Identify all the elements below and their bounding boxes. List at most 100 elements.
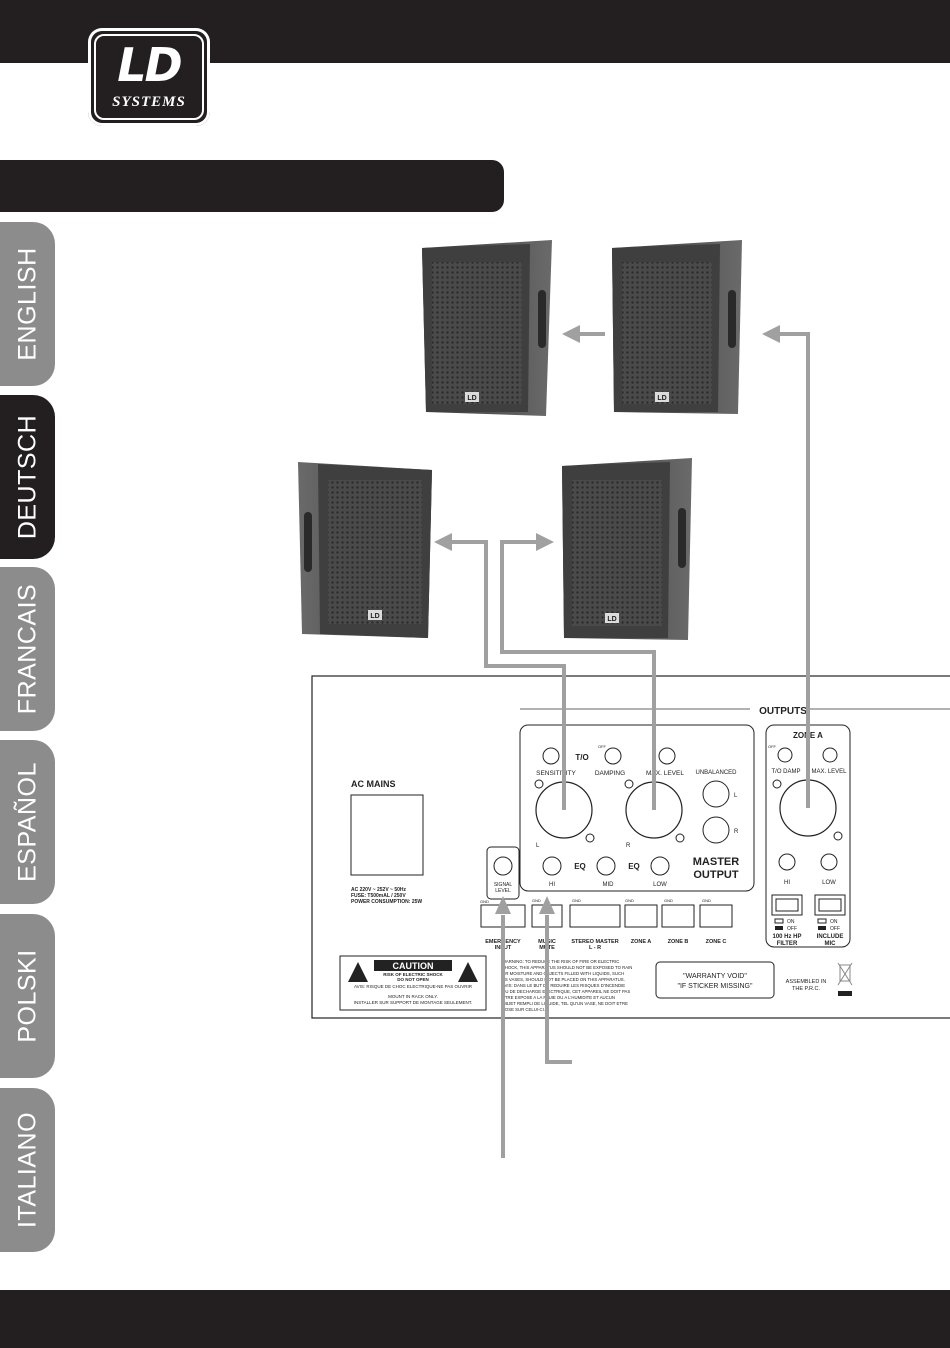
sensitivity-knob[interactable] — [542, 747, 560, 765]
stereo-master-terminal[interactable] — [569, 904, 621, 928]
rca-l-label: L — [734, 793, 738, 799]
off-label: OFF — [787, 926, 797, 932]
warning-line: AS VASES, SHOULD NOT BE PLACED ON THIS A… — [502, 977, 625, 982]
xlr-r-label: R — [626, 843, 631, 849]
warning-line: WARNING: TO REDUCE THE RISK OF FIRE OR E… — [502, 959, 619, 964]
warning-line: OBJET REMPLI DE LIQUIDE, TEL QU'UN VASE,… — [502, 1001, 628, 1006]
damping-label: DAMPING — [595, 770, 625, 777]
zone-c-label: ZONE C — [706, 939, 727, 945]
tab-deutsch[interactable]: DEUTSCH — [0, 395, 55, 559]
ac-spec: FUSE: T500mAL / 250V — [351, 893, 406, 899]
td-damp-label: T/O DAMP — [771, 769, 800, 775]
master-label: MASTER — [693, 856, 740, 868]
warning-triangle-icon — [458, 962, 478, 982]
zone-b-label: ZONE B — [668, 939, 689, 945]
speaker-bottom-left: LD — [298, 462, 432, 638]
low-label: LOW — [822, 880, 836, 886]
arrow-up-icon — [495, 896, 511, 914]
on-label: ON — [787, 919, 795, 925]
assembled-text: THE P.R.C. — [792, 986, 820, 992]
zone-b-terminal[interactable] — [661, 904, 695, 928]
on-label: ON — [830, 919, 838, 925]
warning-line: ETRE EXPOSE A LA PLUIE OU A L'HUMIDITE E… — [502, 995, 615, 1000]
tab-francais[interactable]: FRANCAIS — [0, 567, 55, 731]
speaker-badge: LD — [607, 616, 616, 623]
zone-a-hi-knob[interactable] — [778, 853, 796, 871]
to-label: T/O — [575, 753, 588, 762]
gnd-label: GND — [702, 898, 711, 903]
unbalanced-label: UNBALANCED — [695, 770, 737, 776]
cable-arrowheads — [434, 325, 780, 914]
signal-level-label: SIGNAL — [494, 882, 513, 888]
logo-main: LD — [117, 38, 183, 92]
tab-espanol[interactable]: ESPAÑOL — [0, 740, 55, 904]
warning-line: POSE SUR CELUI-CI. — [502, 1007, 545, 1012]
zone-a-td-damp-knob[interactable] — [777, 747, 793, 763]
warranty-sticker — [655, 961, 775, 999]
rca-right[interactable] — [702, 816, 730, 844]
speaker-badge: LD — [370, 613, 379, 620]
speaker-top-right: LD — [612, 240, 742, 414]
eq-mid-knob[interactable] — [596, 856, 616, 876]
gnd-label: GND — [532, 898, 541, 903]
stereo-master-label: STEREO MASTER — [571, 939, 618, 945]
damping-knob[interactable] — [604, 747, 622, 765]
assembled-text: ASSEMBLED IN — [786, 979, 827, 985]
arrow-left-icon — [762, 325, 780, 343]
outputs-label: OUTPUTS — [759, 706, 807, 717]
signal-level-knob[interactable] — [493, 856, 513, 876]
gnd-label: GND — [625, 898, 634, 903]
warning-line: AVIS: DANS LE BUT DE REDUIRE LES RISQUES… — [502, 983, 625, 988]
hi-label: HI — [549, 882, 555, 888]
speaker-badge: LD — [467, 395, 476, 402]
max-level-knob[interactable] — [658, 747, 676, 765]
stereo-master-label: L - R — [589, 945, 601, 951]
tab-polski[interactable]: POLSKI — [0, 914, 55, 1078]
gnd-label: GND — [572, 898, 581, 903]
hp-filter-label: FILTER — [777, 941, 798, 947]
warning-line: SHOCK, THIS APPARATUS SHOULD NOT BE EXPO… — [502, 965, 632, 970]
include-mic-label: INCLUDE — [817, 934, 844, 940]
warranty-text: "IF STICKER MISSING" — [678, 983, 753, 990]
eq-low-knob[interactable] — [650, 856, 670, 876]
arrow-left-icon — [434, 533, 452, 551]
mount-text: MOUNT IN RACK ONLY. — [388, 994, 438, 999]
eq-label: EQ — [574, 862, 586, 871]
warning-triangle-icon — [348, 962, 368, 982]
arrow-left-icon — [562, 325, 580, 343]
mount-text: INSTALLER SUR SUPPORT DE MONTAGE SEULEME… — [354, 1000, 472, 1005]
section-title-bar — [0, 160, 504, 212]
low-label: LOW — [653, 882, 667, 888]
gnd-label: GND — [664, 898, 673, 903]
xlr-l-label: L — [536, 843, 540, 849]
zone-a-terminal[interactable] — [624, 904, 658, 928]
mid-label: MID — [603, 882, 615, 888]
tab-italiano[interactable]: ITALIANO — [0, 1088, 55, 1252]
logo-sub: SYSTEMS — [112, 94, 186, 110]
arrow-up-icon — [539, 896, 555, 914]
bottom-bar — [0, 1290, 950, 1348]
ac-mains-socket[interactable] — [350, 794, 424, 876]
zone-a-low-knob[interactable] — [820, 853, 838, 871]
caution-sub: DO NOT OPEN — [397, 977, 429, 982]
gnd-label: GND — [480, 899, 489, 904]
hi-label: HI — [784, 880, 790, 886]
tab-english[interactable]: ENGLISH — [0, 222, 55, 386]
hp-filter-label: 100 Hz HP — [772, 934, 801, 940]
zone-a-max-level-knob[interactable] — [822, 747, 838, 763]
eq-hi-knob[interactable] — [542, 856, 562, 876]
off-label: OFF — [768, 744, 777, 749]
ac-spec: POWER CONSUMPTION: 25W — [351, 899, 422, 905]
zone-a-label: ZONE A — [631, 939, 652, 945]
zone-c-terminal[interactable] — [699, 904, 733, 928]
ac-mains-label: AC MAINS — [351, 779, 396, 789]
speaker-cables — [450, 332, 810, 1158]
off-label: OFF — [830, 926, 840, 932]
ld-systems-logo: LD SYSTEMS — [88, 28, 210, 126]
rca-left[interactable] — [702, 780, 730, 808]
rca-r-label: R — [734, 829, 739, 835]
weee-bin-icon — [837, 962, 853, 996]
caution-title: CAUTION — [393, 961, 434, 971]
ac-spec: AC 220V ~ 252V ~ 50Hz — [351, 887, 407, 893]
